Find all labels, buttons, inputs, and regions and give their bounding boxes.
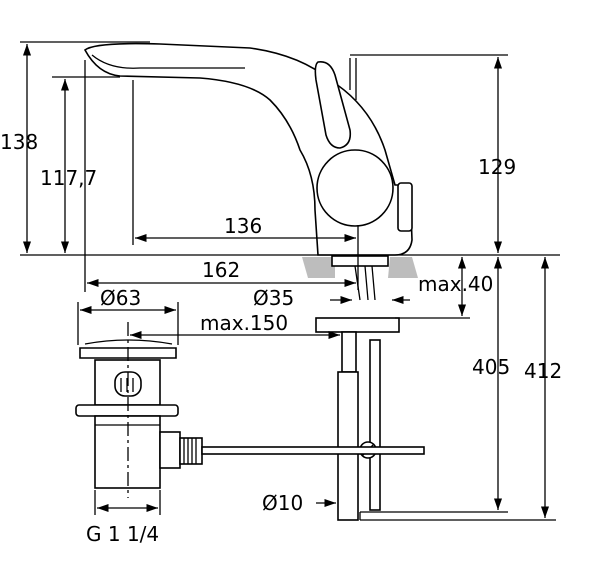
shank-assembly [315, 255, 400, 521]
dim-waste-diameter: Ø63 [100, 286, 141, 310]
deck-seal-left [302, 257, 335, 278]
deck-seal-right [388, 257, 418, 278]
dim-deck-thickness: max.40 [418, 272, 493, 296]
dim-waste-thread: G 1 1/4 [86, 522, 159, 546]
popup-waste [75, 322, 425, 498]
dim-height-spout: 117,7 [40, 166, 97, 190]
dim-height-total: 138 [0, 130, 38, 154]
dim-under-deck-length: 405 [472, 355, 510, 379]
lever-cartridge [316, 149, 394, 227]
dim-waste-offset: max.150 [200, 311, 288, 335]
dim-reach-to-waste: 162 [202, 258, 240, 282]
dimension-lines [22, 44, 550, 518]
dim-body-height: 129 [478, 155, 516, 179]
dim-total-under-length: 412 [524, 359, 562, 383]
faucet-body [83, 42, 413, 256]
extension-lines [20, 41, 560, 521]
dim-spout-reach: 136 [224, 214, 262, 238]
dim-rod-diameter: Ø10 [262, 491, 303, 515]
dim-shank-diameter: Ø35 [253, 286, 294, 310]
